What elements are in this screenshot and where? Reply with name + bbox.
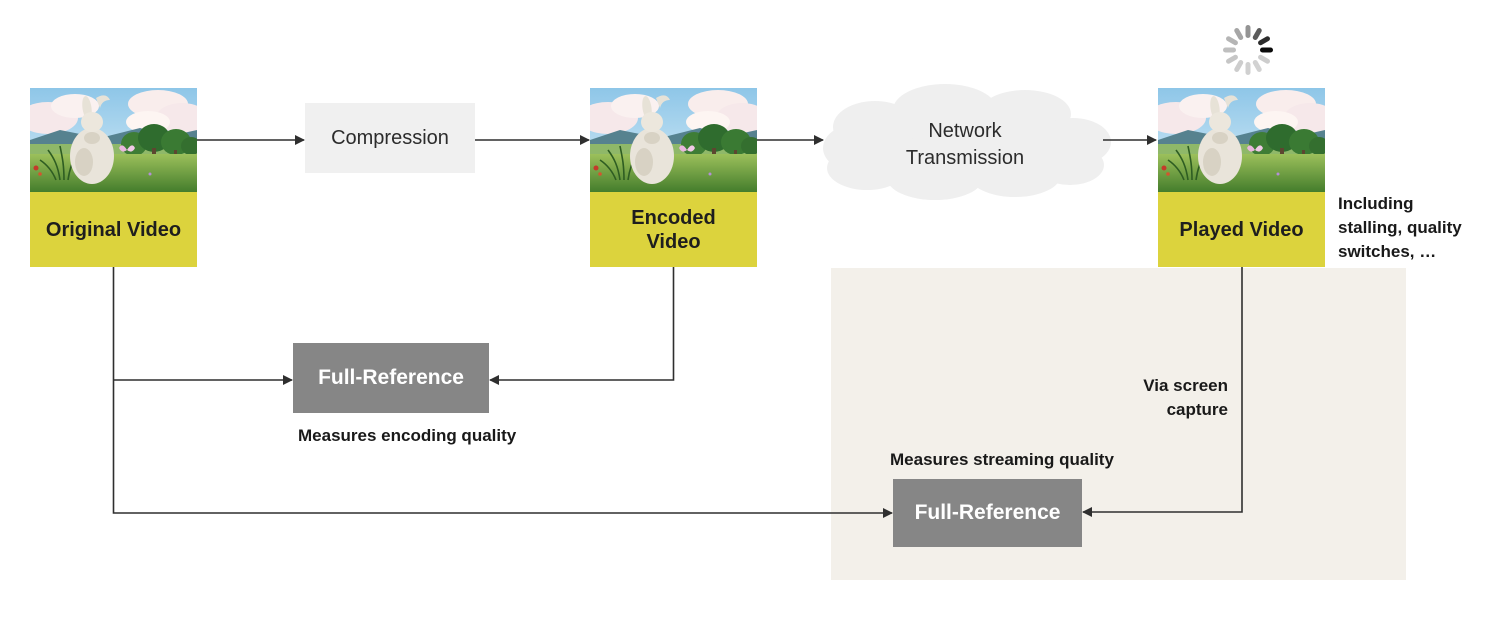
network-transmission-label: Network Transmission (905, 119, 1025, 169)
played-video-label: Played Video (1158, 192, 1325, 267)
network-transmission-cloud: Network Transmission (815, 82, 1115, 207)
streaming-quality-caption: Measures streaming quality (890, 450, 1114, 469)
encoded-video-thumbnail-icon (590, 88, 757, 192)
played-video-card: Played Video (1158, 88, 1325, 267)
played-video-note: Including stalling, quality switches, … (1338, 194, 1462, 261)
full-reference-streaming-box: Full-Reference (893, 479, 1082, 547)
compression-label: Compression (331, 126, 449, 149)
encoding-quality-caption: Measures encoding quality (298, 426, 517, 445)
original-video-label: Original Video (30, 192, 197, 267)
encoded-video-card: Encoded Video (590, 88, 757, 267)
arrow-encoded-to-fr-encoding (489, 267, 675, 385)
full-reference-encoding-label: Full-Reference (318, 366, 464, 389)
full-reference-encoding-box: Full-Reference (293, 343, 489, 413)
encoded-video-label: Encoded Video (590, 192, 757, 267)
original-video-thumbnail-icon (30, 88, 197, 192)
full-reference-streaming-label: Full-Reference (914, 501, 1061, 524)
arrow-original-to-fr-streaming (112, 266, 893, 518)
screen-capture-note: Via screen capture (1143, 376, 1228, 419)
loading-spinner-icon (1223, 25, 1273, 75)
original-video-card: Original Video (30, 88, 197, 267)
played-video-thumbnail-icon (1158, 88, 1325, 192)
cloud-icon (823, 84, 1111, 200)
compression-box: Compression (305, 103, 475, 173)
